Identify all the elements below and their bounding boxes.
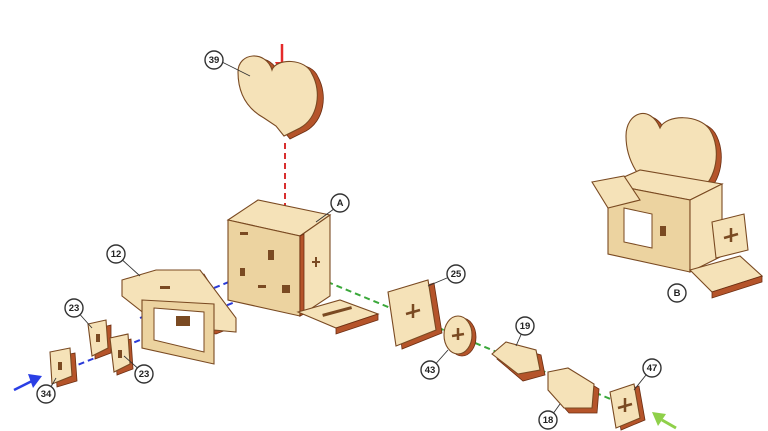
callout-18-label: 18 — [543, 415, 554, 426]
callout-B-label: B — [674, 288, 681, 299]
callout-23-lower-label: 23 — [139, 369, 150, 380]
blue-arrow — [13, 374, 42, 392]
callout-23-upper-label: 23 — [69, 303, 80, 314]
part-A-body — [226, 199, 380, 335]
callout-43: 43 — [420, 360, 440, 380]
part-18-lever — [547, 367, 600, 414]
part-23-lower — [109, 333, 134, 376]
part-47-plate — [609, 383, 646, 431]
callout-12: 12 — [106, 244, 126, 264]
callout-47-label: 47 — [647, 363, 658, 374]
leader-lines — [47, 61, 651, 419]
callout-43-label: 43 — [425, 365, 436, 376]
callout-19: 19 — [515, 316, 535, 336]
part-39-reel — [237, 55, 324, 140]
callout-47: 47 — [642, 358, 662, 378]
callout-39: 39 — [204, 50, 224, 70]
callout-23-lower: 23 — [134, 364, 154, 384]
callout-19-label: 19 — [520, 321, 531, 332]
part-43-disc — [443, 315, 477, 357]
green-guide-line — [317, 277, 626, 406]
callout-25: 25 — [446, 264, 466, 284]
callout-34: 34 — [36, 384, 56, 404]
part-25-plate — [387, 279, 443, 350]
callout-25-label: 25 — [451, 269, 462, 280]
part-12-frame — [121, 269, 237, 365]
assembled-camera-B — [591, 113, 764, 299]
callout-34-label: 34 — [41, 389, 52, 400]
callout-39-label: 39 — [209, 55, 220, 66]
callout-18: 18 — [538, 410, 558, 430]
part-34-block — [49, 347, 78, 388]
callout-12-label: 12 — [111, 249, 122, 260]
part-19-lever — [491, 341, 546, 382]
callout-23-upper: 23 — [64, 298, 84, 318]
green-arrow — [652, 412, 677, 430]
callout-A: A — [330, 193, 350, 213]
callout-A-label: A — [337, 198, 344, 209]
part-23-upper — [87, 319, 112, 360]
callout-B: B — [667, 283, 687, 303]
